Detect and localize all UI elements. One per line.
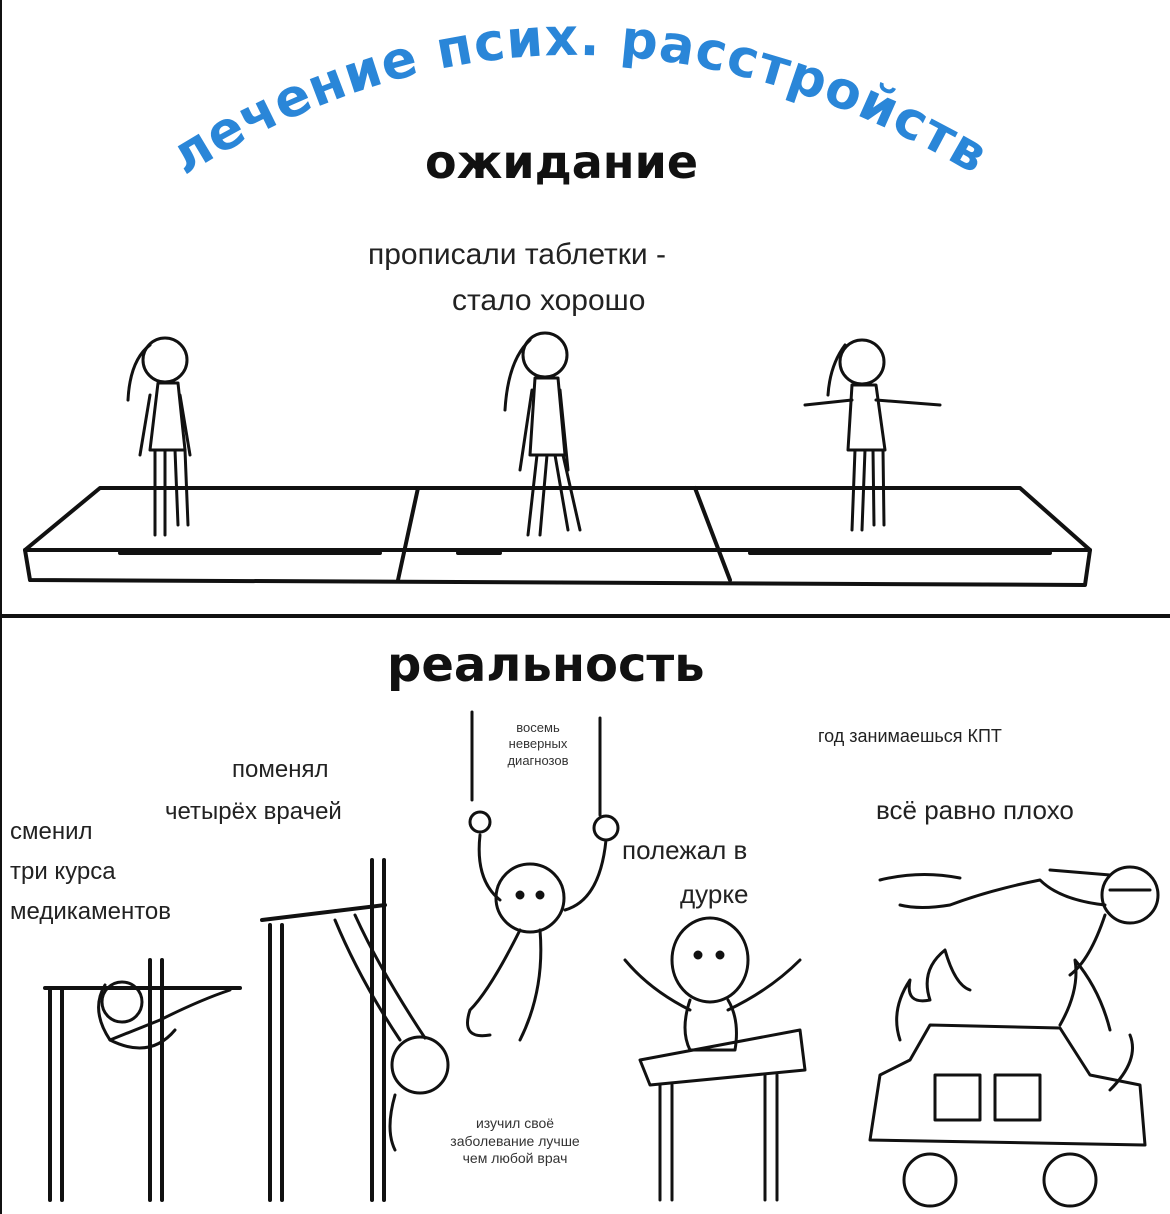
expectation-caption-line1: прописали таблетки - — [368, 238, 666, 271]
note-ward-line1: полежал в — [622, 835, 748, 865]
note-doctors-line2: четырёх врачей — [165, 798, 342, 825]
seated-figure — [623, 916, 807, 1202]
section-divider — [0, 614, 1170, 618]
expectation-heading: ожидание — [425, 135, 699, 189]
note-doctors-line1: поменял — [232, 756, 329, 783]
note-studied-line3: чем любой врач — [462, 1150, 568, 1166]
note-diagnoses-line2: неверных — [508, 736, 568, 752]
note-diagnoses: восемь неверных диагнозов — [478, 720, 598, 769]
uneven-bars — [43, 858, 387, 1202]
note-ward-line2: дурке — [680, 879, 749, 909]
note-diagnoses-line3: диагнозов — [507, 752, 569, 768]
burning-car — [868, 948, 1147, 1208]
note-courses-line2: три курса — [10, 858, 116, 885]
note-cbt: год занимаешься КПТ — [818, 726, 1002, 746]
note-studied-line2: заболевание лучше — [450, 1132, 580, 1149]
note-studied-line1: изучил своё — [475, 1115, 555, 1131]
note-diagnoses-line1: восемь — [516, 720, 560, 735]
title-arc-graphic: лечение псих. расстройства — [0, 0, 997, 187]
gymnastic-rings — [468, 710, 620, 842]
note-courses-line3: медикаментов — [10, 898, 172, 925]
gymnast-figure-2 — [503, 331, 582, 537]
reality-heading: реальность — [387, 637, 705, 693]
flying-figure — [878, 865, 1160, 977]
falling-figure — [466, 833, 608, 1042]
gym-mat — [23, 486, 1092, 587]
note-courses-line1: сменил — [10, 818, 93, 845]
expectation-illustration — [23, 331, 1092, 587]
note-studied: изучил своё заболевание лучше чем любой … — [395, 1115, 635, 1168]
left-border — [0, 0, 2, 1214]
expectation-caption-line2: стало хорошо — [452, 284, 646, 317]
gymnast-figure-1 — [126, 336, 192, 537]
note-still-bad: всё равно плохо — [876, 795, 1074, 825]
hanging-figure — [97, 980, 232, 1050]
swinging-figure — [333, 913, 450, 1152]
gymnast-figure-3 — [803, 338, 942, 532]
